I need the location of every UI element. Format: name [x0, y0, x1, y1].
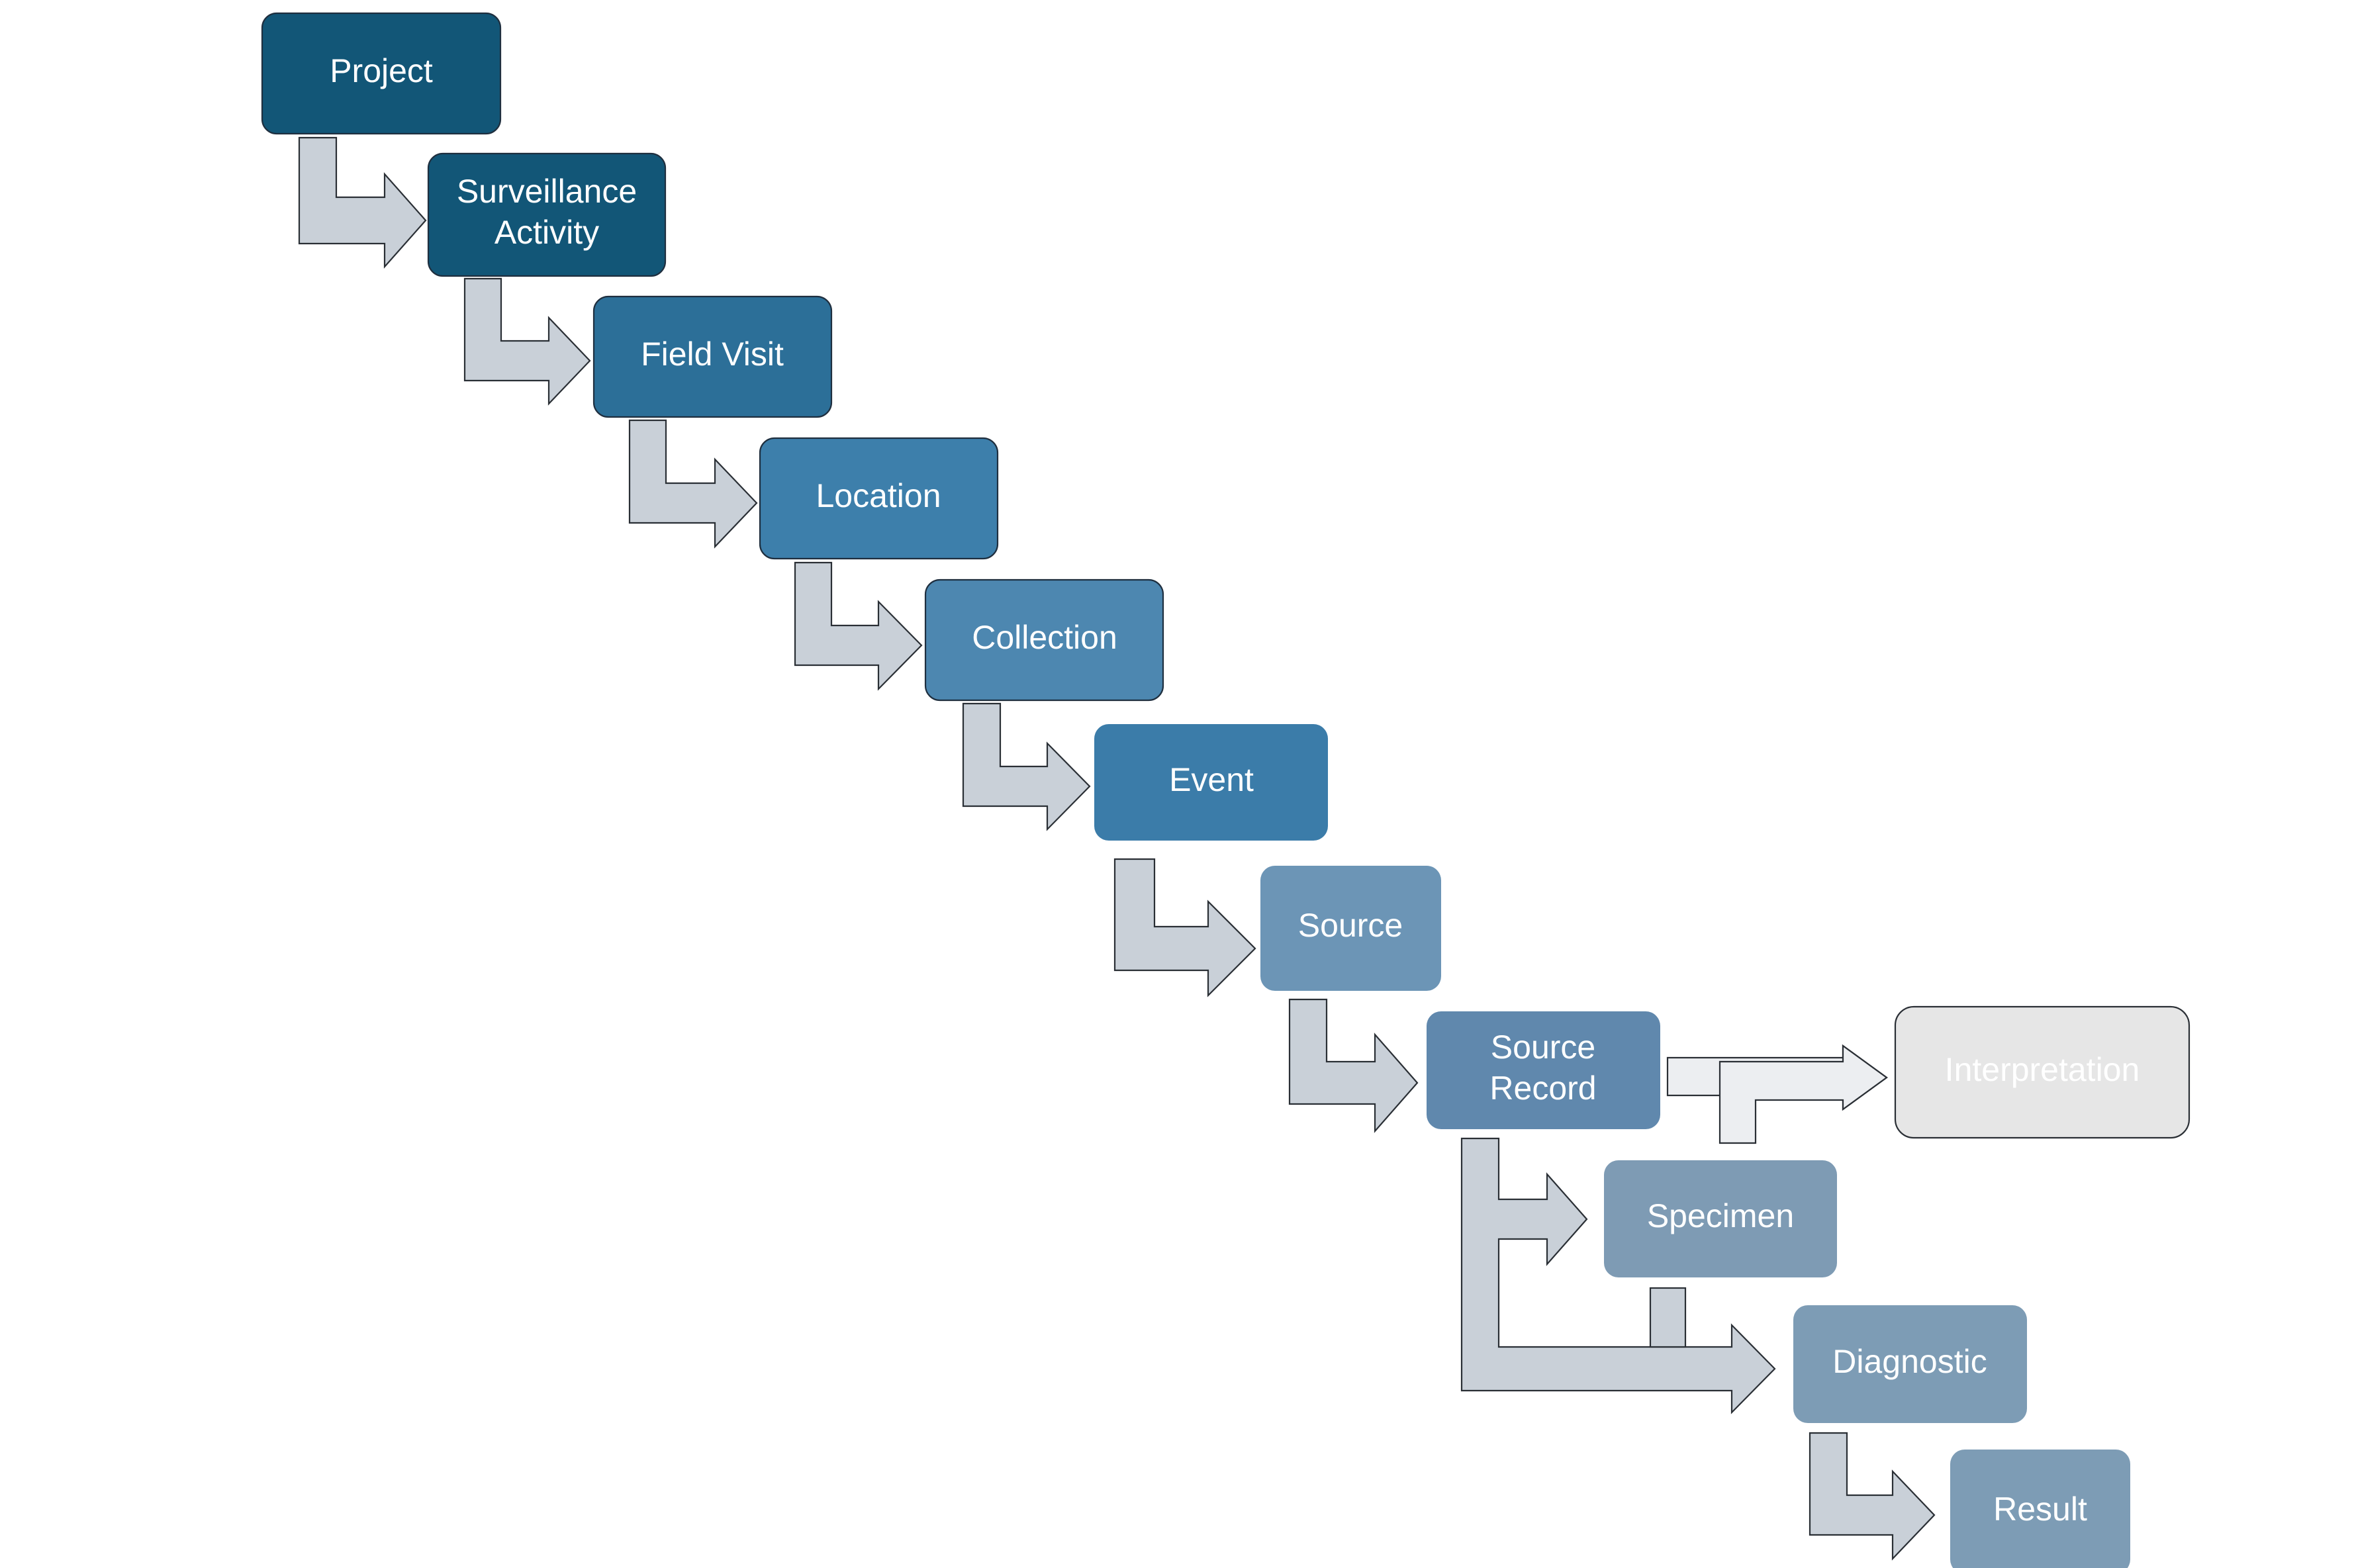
node-interpretation-label: Interpretation: [1945, 1051, 2140, 1088]
arrow-source-to-source-record: [1288, 998, 1419, 1133]
arrow-surveillance-activity-to-field-visit: [463, 277, 591, 406]
arrow-source-record-to-specimen-and-diagnostic: [1460, 1137, 1776, 1414]
node-label-line: Specimen: [1647, 1197, 1794, 1234]
connector-specimen-to-diagnostic: [1649, 1287, 1687, 1348]
node-project[interactable]: Project: [261, 12, 502, 135]
node-label-line: Project: [330, 52, 433, 89]
node-label-line: Source: [1298, 907, 1403, 944]
node-collection[interactable]: Collection: [924, 578, 1164, 702]
arrow-project-to-surveillance-activity: [298, 136, 427, 269]
node-label-line: Activity: [494, 214, 599, 251]
arrow-source-record-to-interpretation: [1718, 1044, 1888, 1144]
arrow-diagnostic-to-result: [1809, 1432, 1936, 1561]
node-result[interactable]: Result: [1950, 1450, 2130, 1568]
node-event[interactable]: Event: [1094, 724, 1328, 841]
node-label-line: Field Visit: [641, 336, 784, 373]
arrow-location-to-collection: [794, 561, 923, 691]
arrow-event-to-source: [1113, 858, 1256, 997]
node-location[interactable]: Location: [759, 437, 999, 560]
arrows: [298, 136, 1936, 1561]
node-label-line: Collection: [972, 619, 1117, 656]
arrow-field-visit-to-location: [628, 419, 758, 549]
node-label-line: Record: [1489, 1070, 1596, 1107]
node-label-line: Event: [1169, 761, 1254, 798]
node-label-line: Location: [816, 477, 941, 514]
node-label-line: Source: [1491, 1029, 1595, 1066]
node-collection-label: Collection: [972, 619, 1117, 656]
node-result-label: Result: [1993, 1491, 2087, 1528]
node-label-line: Interpretation: [1945, 1051, 2140, 1088]
node-specimen[interactable]: Specimen: [1604, 1160, 1837, 1277]
node-diagnostic[interactable]: Diagnostic: [1793, 1305, 2027, 1423]
node-field-visit[interactable]: Field Visit: [592, 295, 833, 418]
node-label-line: Result: [1993, 1491, 2087, 1528]
node-label-line: Diagnostic: [1832, 1343, 1987, 1380]
node-source[interactable]: Source: [1260, 866, 1441, 991]
node-diagnostic-label: Diagnostic: [1832, 1343, 1987, 1380]
node-event-label: Event: [1169, 761, 1254, 798]
arrow-collection-to-event: [962, 702, 1091, 831]
node-specimen-label: Specimen: [1647, 1197, 1794, 1234]
node-label-line: Surveillance: [457, 173, 637, 210]
node-source-label: Source: [1298, 907, 1403, 944]
node-field-visit-label: Field Visit: [641, 336, 784, 373]
node-location-label: Location: [816, 477, 941, 514]
node-project-label: Project: [330, 52, 433, 89]
node-interpretation[interactable]: Interpretation: [1894, 1005, 2190, 1139]
